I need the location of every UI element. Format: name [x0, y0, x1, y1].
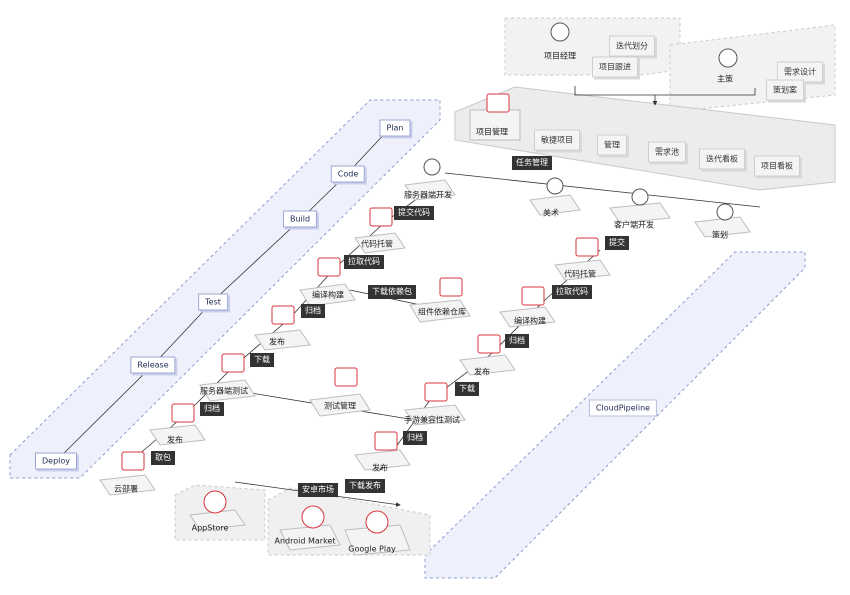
art-avatar-icon [546, 177, 564, 195]
client-pull-code-tag: 拉取代码 [552, 285, 592, 299]
art-label: 美术 [543, 208, 559, 218]
test-mgmt-label: 测试管理 [324, 401, 356, 411]
lifecycle-lane-panel [9, 99, 441, 479]
android-market-icon [301, 505, 325, 529]
fetch-pkg-tag: 取包 [151, 451, 175, 465]
planner-label: 策划 [712, 230, 728, 240]
release-icon [271, 305, 295, 325]
pm-item-agile[interactable]: 敏捷项目 [534, 129, 580, 151]
client-download-tag: 下载 [455, 382, 479, 396]
server-test-icon [221, 353, 245, 373]
server-build-label: 编译构建 [312, 290, 344, 300]
module-icons [121, 93, 599, 534]
client-dev-label: 客户端开发 [614, 220, 654, 230]
google-play-icon [365, 510, 389, 534]
pm-item-backlog[interactable]: 需求池 [648, 141, 686, 163]
download-release-tag: 下载发布 [345, 479, 385, 493]
client-code-hosting-icon [575, 237, 599, 257]
server-archive1-tag: 归档 [301, 304, 325, 318]
android-market-tag: 安卓市场 [298, 483, 338, 497]
cloudpipeline-label: CloudPipeline [588, 399, 658, 417]
android-market-label[interactable]: Android Market [274, 536, 336, 546]
client-archive2-tag: 归档 [403, 431, 427, 445]
project-board-icon [486, 93, 510, 113]
client-build-label: 编译构建 [514, 316, 546, 326]
client-release1-label: 发布 [474, 367, 490, 377]
client-archive1-tag: 归档 [505, 334, 529, 348]
isometric-boxes [99, 109, 751, 556]
pm-item-project-board[interactable]: 项目看板 [754, 155, 800, 177]
mobile-compat-test-label: 手游兼容性测试 [404, 415, 460, 425]
code-hosting-icon [369, 207, 393, 227]
lane-deploy[interactable]: Deploy [34, 452, 78, 470]
pull-code-tag: 拉取代码 [344, 255, 384, 269]
lane-plan[interactable]: Plan [379, 119, 411, 137]
top-connector [574, 86, 756, 96]
planning-doc-box[interactable]: 策划案 [766, 79, 804, 101]
appstore-label[interactable]: AppStore [191, 523, 229, 533]
lane-build[interactable]: Build [282, 210, 318, 228]
test-mgmt-icon [334, 367, 358, 387]
server-release1-label: 发布 [269, 337, 285, 347]
client-release2-icon [374, 431, 398, 451]
task-connector [444, 172, 761, 208]
server-dev-avatar-icon [423, 158, 441, 176]
cloud-deploy-label: 云部署 [114, 484, 138, 494]
cloud-deploy-icon [121, 451, 145, 471]
server-archive2-tag: 归档 [200, 402, 224, 416]
pm-item-manage[interactable]: 管理 [597, 134, 627, 156]
server-release2-label: 发布 [167, 435, 183, 445]
iteration-plan-box[interactable]: 迭代划分 [609, 35, 655, 57]
submit-code-tag: 提交代码 [394, 206, 434, 220]
download-deps-tag: 下载依赖包 [368, 285, 416, 299]
server-test-label: 服务器端测试 [200, 386, 248, 396]
project-manager-label: 项目经理 [544, 51, 576, 61]
lead-planner-avatar-icon [718, 48, 738, 68]
person-avatars [423, 22, 738, 221]
pm-item-iteration-board[interactable]: 迭代看板 [699, 148, 745, 170]
server-code-hosting-label: 代码托管 [361, 239, 393, 249]
lead-planner-label: 主策 [717, 74, 733, 84]
lane-test[interactable]: Test [198, 293, 228, 311]
client-dev-avatar-icon [631, 188, 649, 206]
client-build-icon [521, 286, 545, 306]
project-track-box[interactable]: 项目跟进 [592, 56, 638, 78]
project-mgmt-title: 项目管理 [476, 127, 508, 137]
lane-release[interactable]: Release [130, 356, 176, 374]
client-release2-label: 发布 [372, 463, 388, 473]
mobile-test-icon [424, 382, 448, 402]
project-manager-avatar-icon [550, 22, 570, 42]
server-dev-label: 服务器端开发 [404, 190, 452, 200]
client-code-hosting-label: 代码托管 [564, 269, 596, 279]
lane-code[interactable]: Code [330, 165, 366, 183]
release2-icon [171, 403, 195, 423]
dep-repo-label: 组件依赖仓库 [418, 307, 466, 317]
task-management-tag: 任务管理 [512, 156, 552, 170]
dep-repo-icon [439, 277, 463, 297]
build-icon [317, 257, 341, 277]
server-download-tag: 下载 [250, 353, 274, 367]
google-play-label[interactable]: Google Play [348, 544, 396, 554]
planner-avatar-icon [716, 203, 734, 221]
client-submit-tag: 提交 [605, 236, 629, 250]
client-release-icon [477, 334, 501, 354]
appstore-icon [203, 490, 227, 514]
